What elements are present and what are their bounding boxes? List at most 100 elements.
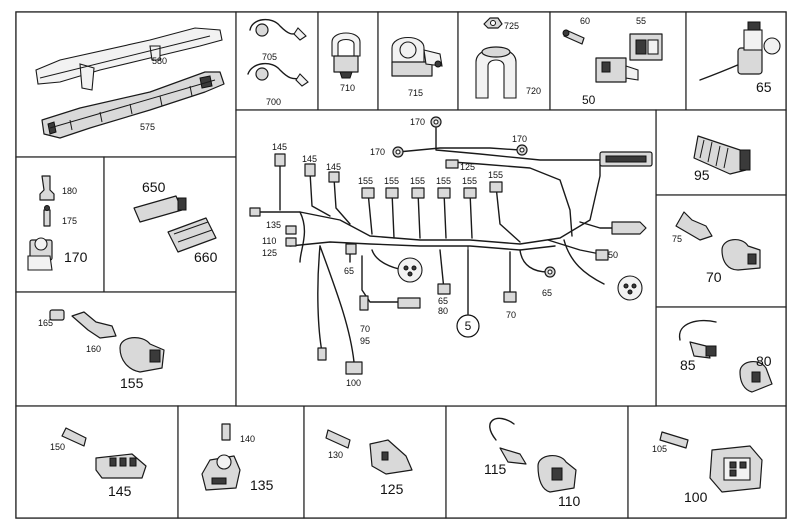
callout-label: 155 xyxy=(358,176,373,186)
callout-label: 155 xyxy=(410,176,425,186)
part-label: 580 xyxy=(152,56,167,66)
callout-label: 155 xyxy=(488,170,503,180)
panel-85: 85 80 xyxy=(679,319,773,393)
part-label: 115 xyxy=(484,461,507,477)
connector-icon xyxy=(249,207,261,217)
connector-icon xyxy=(201,454,241,491)
pin-icon xyxy=(659,431,689,449)
holder-icon xyxy=(391,36,443,77)
part-label: 700 xyxy=(266,97,281,107)
part-label: 140 xyxy=(240,434,255,444)
callout-label: 95 xyxy=(360,336,370,346)
callout-label: 145 xyxy=(326,162,341,172)
pin-icon xyxy=(61,427,87,447)
part-label: 715 xyxy=(408,88,423,98)
callout-label: 65 xyxy=(344,266,354,276)
callout-label: 155 xyxy=(436,176,451,186)
part-label: 650 xyxy=(142,179,166,195)
part-label: 575 xyxy=(140,122,155,132)
connector-icon xyxy=(629,33,663,61)
part-label: 175 xyxy=(62,216,77,226)
part-label: 720 xyxy=(526,86,541,96)
panel-580: 580 575 xyxy=(35,27,225,139)
callout-label: 125 xyxy=(262,248,277,258)
part-label: 110 xyxy=(558,493,581,509)
panel-710: 710 xyxy=(331,32,361,93)
part-label: 75 xyxy=(672,234,682,244)
cable-duct-icon xyxy=(41,71,225,139)
cable-icon xyxy=(679,319,717,359)
part-label: 165 xyxy=(38,318,53,328)
callout-label: 155 xyxy=(462,176,477,186)
sleeve-icon xyxy=(167,217,217,253)
connector-icon xyxy=(739,361,773,393)
connector-icon xyxy=(345,243,357,255)
callout-label: 80 xyxy=(438,306,448,316)
connector-icon xyxy=(503,291,517,303)
connector-icon xyxy=(95,453,147,479)
clip-icon xyxy=(331,32,361,79)
part-label: 180 xyxy=(62,186,77,196)
part-label: 160 xyxy=(86,344,101,354)
part-label: 105 xyxy=(652,444,667,454)
connector-icon xyxy=(385,187,399,199)
callout-label: 65 xyxy=(542,288,552,298)
panel-170: 180 175 170 xyxy=(27,175,88,271)
part-label: 70 xyxy=(706,269,722,285)
panel-145: 150 145 xyxy=(50,427,147,499)
connector-icon xyxy=(463,187,477,199)
seal-icon xyxy=(49,309,65,321)
callout-label: 110 xyxy=(262,236,276,246)
panel-720: 725 720 xyxy=(475,17,541,99)
connector-icon xyxy=(397,297,421,309)
part-label: 100 xyxy=(684,489,708,505)
connector-icon xyxy=(445,159,459,169)
part-label: 660 xyxy=(194,249,218,265)
cable-icon xyxy=(489,417,527,465)
connector-icon xyxy=(599,151,653,167)
part-label: 95 xyxy=(694,167,710,183)
terminal-icon xyxy=(39,175,55,201)
panel-95: 95 xyxy=(693,135,751,183)
ring-terminal-icon xyxy=(544,266,556,278)
terminal-icon xyxy=(43,205,51,227)
terminal-icon xyxy=(675,211,713,241)
part-label: 130 xyxy=(328,450,343,460)
connector-icon xyxy=(361,187,375,199)
round-connector-icon xyxy=(397,257,423,283)
connector-icon xyxy=(709,445,763,493)
panel-650: 650 660 xyxy=(133,179,218,265)
part-label: 135 xyxy=(250,477,274,493)
connector-icon xyxy=(27,237,53,271)
connector-icon xyxy=(537,455,577,493)
part-label: 155 xyxy=(120,375,144,391)
connector-icon xyxy=(437,187,451,199)
panel-135: 140 135 xyxy=(201,423,274,493)
pin-icon xyxy=(562,29,585,45)
callout-label: 125 xyxy=(460,162,475,172)
part-label: 80 xyxy=(756,353,772,369)
connector-icon xyxy=(285,225,297,235)
part-label: 710 xyxy=(340,83,355,93)
connector-icon xyxy=(119,337,165,373)
callout-label: 70 xyxy=(506,310,516,320)
bracket-icon xyxy=(35,27,223,91)
round-connector-icon xyxy=(617,275,643,301)
cable-clamp-icon xyxy=(247,63,309,87)
panel-125: 130 125 xyxy=(325,429,413,497)
callout-label: 145 xyxy=(272,142,287,152)
part-label: 65 xyxy=(756,79,772,95)
panel-115: 115 110 xyxy=(484,417,581,509)
callout-label: 100 xyxy=(346,378,361,388)
wiring-harness: 170 170 170 125 145 145 145 155 155 155 … xyxy=(249,116,653,388)
callout-label: 50 xyxy=(608,250,618,260)
item-number-badge: 5 xyxy=(456,246,480,338)
cable-clamp-icon xyxy=(249,19,307,41)
connector-icon xyxy=(317,347,327,361)
pin-icon xyxy=(325,429,351,449)
part-label: 725 xyxy=(504,21,519,31)
callout-label: 65 xyxy=(438,296,448,306)
callout-label: 170 xyxy=(512,134,527,144)
callout-label: 170 xyxy=(410,117,425,127)
connector-icon xyxy=(411,187,425,199)
